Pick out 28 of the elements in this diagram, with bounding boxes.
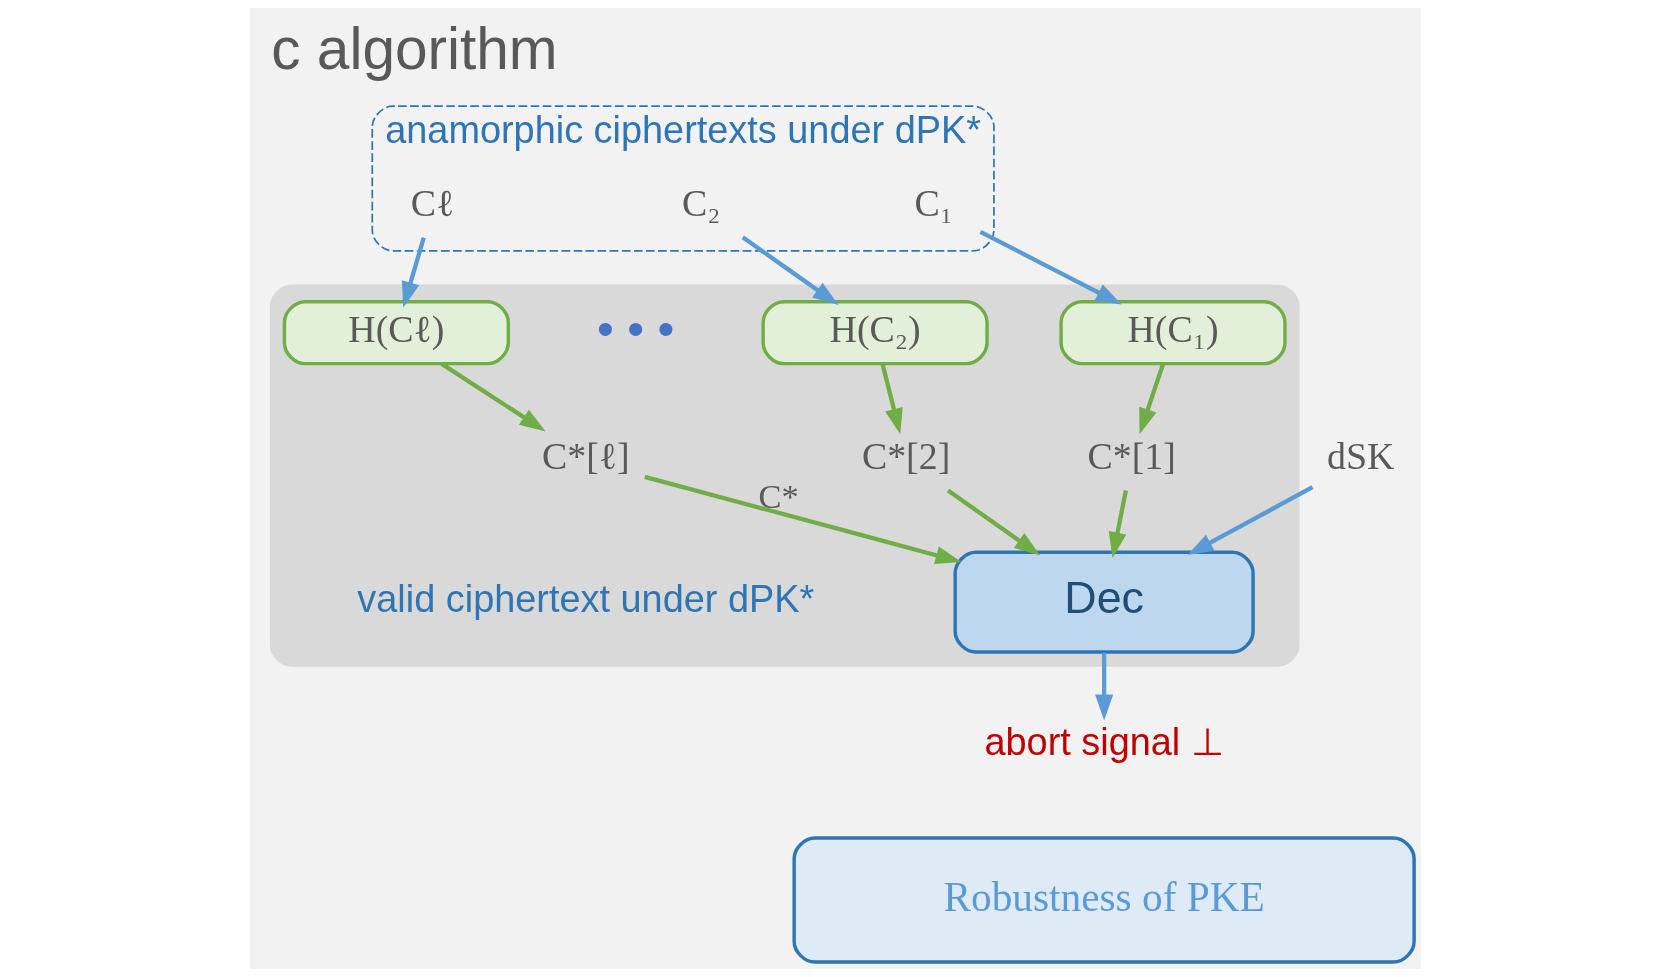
arrow xyxy=(978,229,1122,305)
node-text: C₂ xyxy=(681,181,720,224)
label: valid ciphertext under dPK* xyxy=(356,577,814,620)
arrow xyxy=(643,474,961,565)
arrow xyxy=(1186,485,1313,556)
node-text: C*[ℓ] xyxy=(541,434,630,477)
node-box: Robustness of PKE xyxy=(791,836,1416,964)
node-text: C*[2] xyxy=(861,434,950,477)
arrow xyxy=(1094,652,1113,721)
label: • • • xyxy=(596,300,674,355)
node-box: H(C₂) xyxy=(760,299,989,366)
arrow xyxy=(1108,490,1128,559)
node-text: Cℓ xyxy=(410,181,454,224)
arrow xyxy=(1138,363,1165,435)
node-text: dSK xyxy=(1326,434,1394,477)
edge-label: C* xyxy=(758,477,799,516)
node-box: Dec xyxy=(952,550,1255,654)
node-box: H(C₁) xyxy=(1058,299,1287,366)
node-box: H(Cℓ) xyxy=(282,299,510,366)
arrow xyxy=(401,237,426,308)
diagram-title: c algorithm xyxy=(270,15,558,81)
arrow xyxy=(946,488,1040,556)
arrow xyxy=(440,362,546,432)
node-text: C*[1] xyxy=(1087,434,1176,477)
node-text: C₁ xyxy=(913,181,953,224)
node-text: abort signal ⊥ xyxy=(983,720,1224,763)
arrow xyxy=(741,235,838,306)
arrow xyxy=(880,363,903,435)
